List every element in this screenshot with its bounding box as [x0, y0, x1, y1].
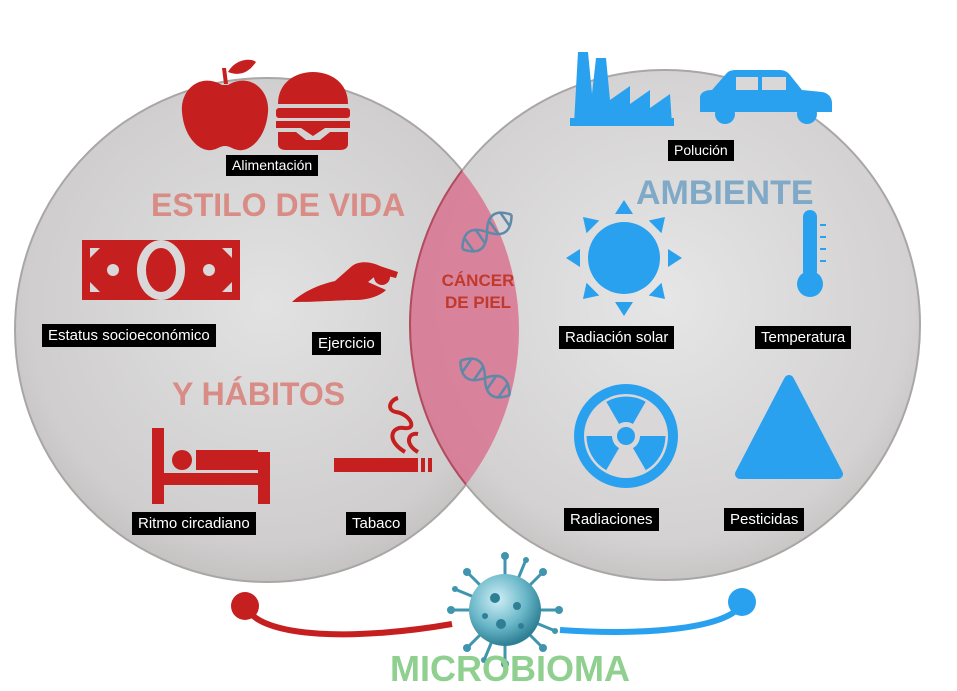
label-ejercicio: Ejercicio	[312, 332, 381, 355]
burger-icon	[276, 72, 350, 150]
label-radiaciones: Radiaciones	[564, 508, 659, 531]
sun-icon	[566, 200, 682, 316]
label-temperatura: Temperatura	[755, 326, 852, 349]
overlap-lens	[409, 78, 519, 581]
apple-icon	[181, 59, 269, 151]
label-polucion: Polución	[668, 140, 734, 161]
microbiome-title: MICROBIOMA	[390, 648, 630, 689]
environment-title: AMBIENTE	[636, 174, 814, 212]
factory-icon	[570, 52, 674, 126]
microbiome-connector-right	[559, 588, 756, 635]
swimmer-icon	[292, 262, 398, 302]
bed-icon	[152, 428, 270, 504]
label-alimentacion: Alimentación	[226, 155, 319, 176]
banknote-icon	[82, 240, 240, 300]
car-icon	[700, 70, 832, 124]
dna-icon	[459, 357, 511, 399]
overlap-label-line1: CÁNCER	[441, 271, 515, 290]
label-radiacion-solar: Radiación solar	[559, 326, 675, 349]
microbiome-connector-left	[231, 592, 453, 638]
lifestyle-title-line2: Y HÁBITOS	[172, 376, 346, 412]
thermometer-icon	[797, 210, 826, 297]
dna-icon	[461, 211, 513, 253]
label-ritmo-circadiano: Ritmo circadiano	[132, 512, 256, 535]
label-pesticidas: Pesticidas	[724, 508, 805, 531]
virus-icon	[447, 552, 563, 668]
cigarette-icon	[334, 396, 432, 472]
overlap-label-line2: DE PIEL	[444, 293, 512, 312]
overlap-label: CÁNCER DE PIEL	[418, 270, 538, 314]
label-estatus-socioeconomico: Estatus socioeconómico	[42, 324, 216, 347]
radiation-icon	[574, 384, 678, 488]
warning-triangle-icon	[735, 375, 843, 479]
lifestyle-title-line1: ESTILO DE VIDA	[151, 187, 406, 223]
label-tabaco: Tabaco	[346, 512, 407, 535]
